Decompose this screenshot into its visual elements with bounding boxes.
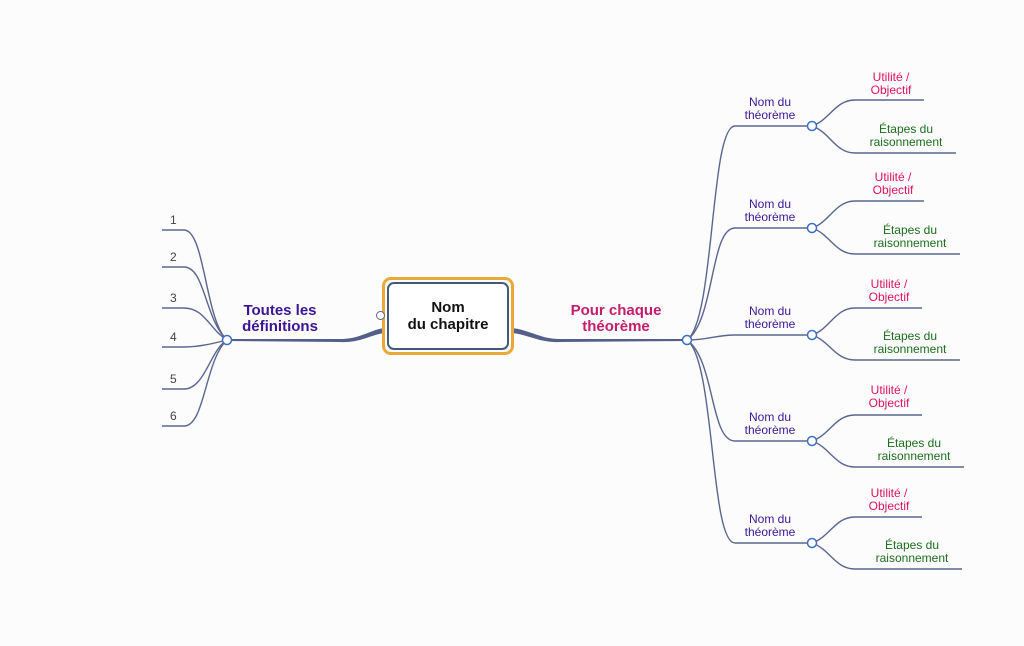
right-branch-dot[interactable]: [681, 334, 693, 346]
theorem-4-steps[interactable]: Étapes du raisonnement: [877, 436, 951, 463]
theorem-1-steps[interactable]: Étapes du raisonnement: [869, 122, 943, 149]
left-leaf-2[interactable]: 2: [170, 250, 177, 264]
theorem-2-steps[interactable]: Étapes du raisonnement: [873, 223, 947, 250]
theorem-3-utility[interactable]: Utilité / Objectif: [868, 277, 910, 304]
theorem-4-name[interactable]: Nom du théorème: [744, 410, 796, 437]
theorem-3-dot[interactable]: [806, 329, 818, 341]
theorem-5-steps[interactable]: Étapes du raisonnement: [875, 538, 949, 565]
theorem-3-steps[interactable]: Étapes du raisonnement: [873, 329, 947, 356]
theorem-5-dot[interactable]: [806, 537, 818, 549]
central-topic[interactable]: Nom du chapitre: [382, 277, 514, 355]
left-leaf-6[interactable]: 6: [170, 409, 177, 423]
theorem-1-utility[interactable]: Utilité / Objectif: [870, 70, 912, 97]
left-leaf-5[interactable]: 5: [170, 372, 177, 386]
left-leaf-3[interactable]: 3: [170, 291, 177, 305]
theorem-sub-connectors: [811, 99, 964, 570]
theorem-5-name[interactable]: Nom du théorème: [744, 512, 796, 539]
left-branch-dot[interactable]: [221, 334, 233, 346]
theorem-3-name[interactable]: Nom du théorème: [744, 304, 796, 331]
theorem-2-utility[interactable]: Utilité / Objectif: [872, 170, 914, 197]
central-topic-inner: Nom du chapitre: [387, 282, 509, 350]
right-branch-label[interactable]: Pour chaque théorème: [570, 302, 662, 335]
left-leaf-4[interactable]: 4: [170, 330, 177, 344]
theorem-2-name[interactable]: Nom du théorème: [744, 197, 796, 224]
theorem-1-name[interactable]: Nom du théorème: [744, 95, 796, 122]
central-topic-handle[interactable]: [376, 311, 385, 320]
left-branch-label[interactable]: Toutes les définitions: [242, 302, 318, 335]
central-topic-line2: du chapitre: [407, 316, 489, 333]
central-topic-line1: Nom: [431, 299, 465, 316]
theorem-4-dot[interactable]: [806, 435, 818, 447]
theorem-1-dot[interactable]: [806, 120, 818, 132]
connector-central-left: [227, 328, 384, 343]
right-theorem-connectors: [686, 125, 812, 544]
theorem-5-utility[interactable]: Utilité / Objectif: [868, 486, 910, 513]
left-leaf-1[interactable]: 1: [170, 213, 177, 227]
theorem-2-dot[interactable]: [806, 222, 818, 234]
connector-central-right: [512, 328, 687, 343]
theorem-4-utility[interactable]: Utilité / Objectif: [868, 383, 910, 410]
